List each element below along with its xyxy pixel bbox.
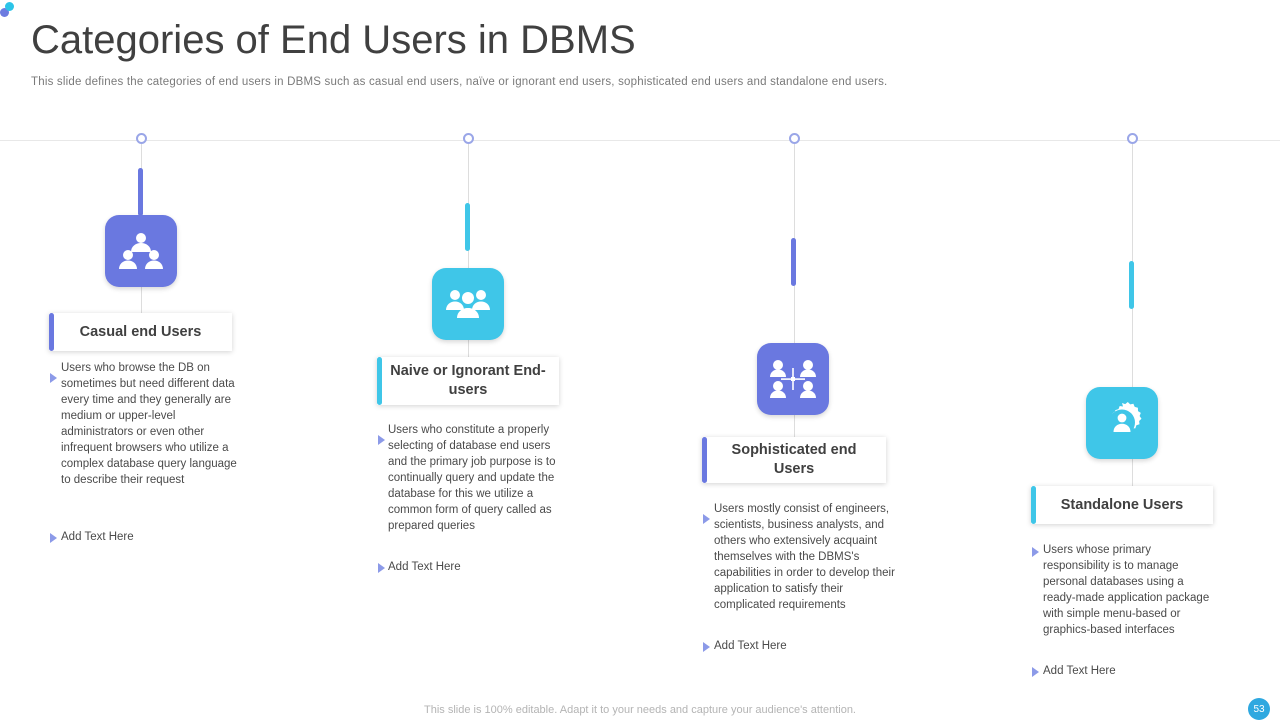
add-text-3[interactable]: Add Text Here [714,640,787,652]
timeline-bar-1 [138,168,143,216]
bullet-icon-add-2 [378,563,385,573]
corner-accent-dot-purple [0,8,9,17]
timeline-bar-3 [791,238,796,286]
header-divider [0,140,1280,141]
page-subtitle: This slide defines the categories of end… [31,76,888,88]
bullet-icon-add-3 [703,642,710,652]
bullet-icon-add-4 [1032,667,1039,677]
corner-accent-dot-cyan [5,2,14,11]
timeline-bar-4 [1129,261,1134,309]
card-3[interactable]: Sophisticated end Users [702,437,886,483]
card-accent-3 [702,437,707,483]
card-body-3: Users mostly consist of engineers, scien… [714,503,895,611]
card-1[interactable]: Casual end Users [49,313,232,351]
timeline-line-4 [1132,144,1133,509]
icon-tile-1 [105,215,177,287]
add-text-1[interactable]: Add Text Here [61,531,134,543]
icon-tile-2 [432,268,504,340]
bullet-icon-3 [703,514,710,524]
icon-tile-3 [757,343,829,415]
timeline-bar-2 [465,203,470,251]
slide-footer-note: This slide is 100% editable. Adapt it to… [424,704,856,716]
page-number-badge: 53 [1248,698,1270,720]
timeline-node-2 [463,133,474,144]
page-title: Categories of End Users in DBMS [31,18,636,62]
users-crowd-icon [445,286,491,322]
card-title-2: Naive or Ignorant End-users [390,363,546,398]
add-text-2[interactable]: Add Text Here [388,561,461,573]
card-title-1: Casual end Users [79,323,202,340]
bullet-icon-4 [1032,547,1039,557]
card-4[interactable]: Standalone Users [1031,486,1213,524]
card-accent-4 [1031,486,1036,524]
add-text-4[interactable]: Add Text Here [1043,665,1116,677]
bullet-icon-add-1 [50,533,57,543]
team-network-icon [770,359,816,399]
users-group-icon [119,231,163,271]
bullet-icon-1 [50,373,57,383]
gear-user-icon [1100,401,1144,445]
icon-tile-4 [1086,387,1158,459]
card-body-1: Users who browse the DB on sometimes but… [61,362,237,486]
bullet-icon-2 [378,435,385,445]
card-accent-2 [377,357,382,405]
card-body-4: Users whose primary responsibility is to… [1043,544,1210,636]
card-title-3: Sophisticated end Users [731,442,857,477]
timeline-node-1 [136,133,147,144]
card-2[interactable]: Naive or Ignorant End-users [377,357,559,405]
card-body-2: Users who constitute a properly selectin… [388,424,556,532]
card-title-4: Standalone Users [1060,496,1184,513]
timeline-line-3 [794,144,795,464]
card-accent-1 [49,313,54,351]
timeline-node-3 [789,133,800,144]
timeline-node-4 [1127,133,1138,144]
